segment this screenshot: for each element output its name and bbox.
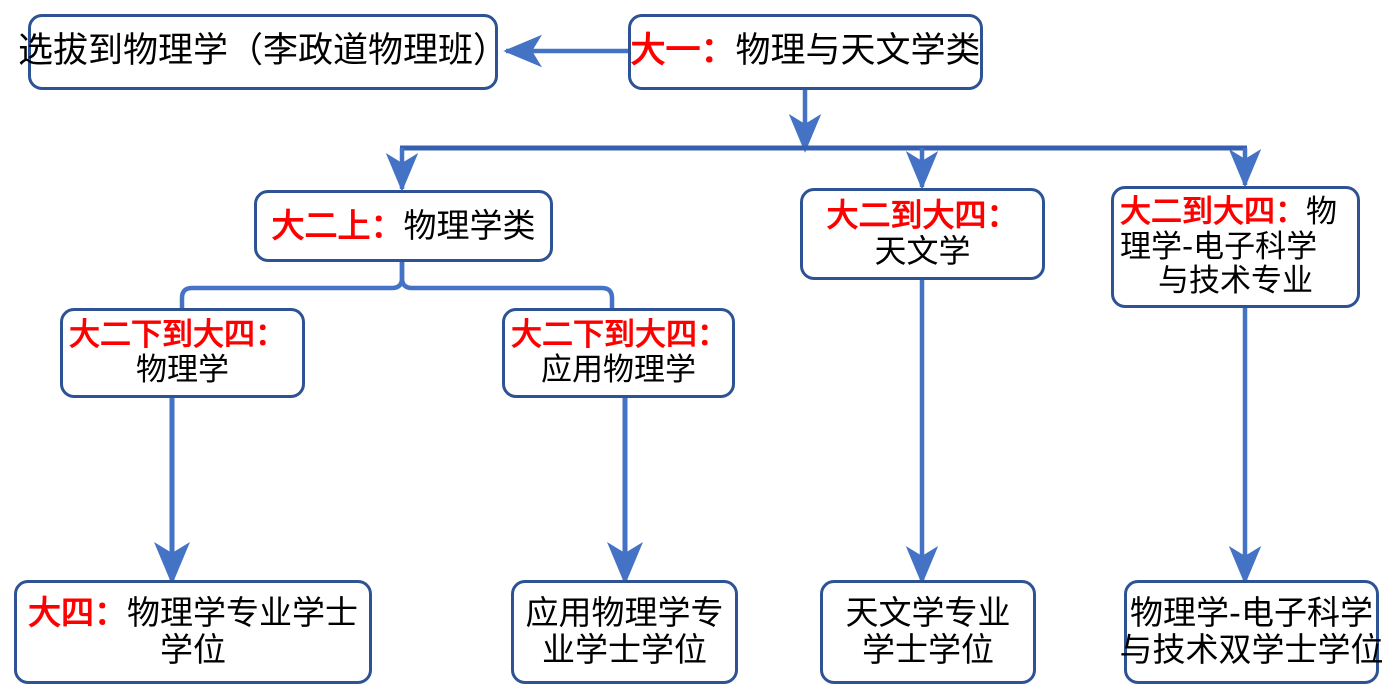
node-degree-applied-physics-line1: 应用物理学专 (525, 593, 724, 633)
node-physics-major[interactable]: 大二下到大四： 物理学 (60, 308, 305, 398)
node-year1-stage: 大一： (630, 31, 736, 72)
node-degree-applied-physics-line2: 业学士学位 (542, 630, 707, 669)
node-degree-physics-stage: 大四： (28, 593, 127, 633)
node-physics-ee[interactable]: 大二到大四：物 理学-电子科学 与技术专业 (1111, 186, 1360, 308)
node-astronomy-stage: 大二到大四： (826, 196, 1019, 235)
node-applied-physics-major[interactable]: 大二下到大四： 应用物理学 (502, 308, 735, 398)
node-degree-physics-name-part1: 物理学专业学士 (127, 593, 358, 633)
node-degree-physics-ee-line1: 物理学-电子科学 (1130, 593, 1373, 633)
node-applied-physics-major-name: 应用物理学 (541, 352, 696, 388)
node-degree-physics-ee-line2: 与技术双学士学位 (1119, 630, 1384, 669)
node-physics-major-name: 物理学 (136, 352, 229, 388)
node-astronomy[interactable]: 大二到大四： 天文学 (800, 188, 1045, 280)
node-physics-ee-line2: 理学-电子科学 (1120, 228, 1318, 265)
node-degree-physics-line1: 大四：物理学专业学士 (28, 593, 358, 633)
node-astronomy-name: 天文学 (874, 232, 971, 270)
node-physics-ee-name-part1: 物 (1306, 193, 1337, 230)
node-year2-upper-label: 大二上：物理学类 (271, 205, 536, 245)
node-select-physics[interactable]: 选拔到物理学（李政道物理班） (18, 14, 508, 90)
node-applied-physics-major-stage: 大二下到大四： (511, 317, 728, 354)
node-degree-astronomy-line2: 学士学位 (862, 630, 994, 669)
edge-year2upper-brace-right (399, 262, 615, 310)
node-degree-physics-line2: 学位 (160, 630, 226, 669)
node-year1[interactable]: 大一：物理与天文学类 (628, 14, 983, 90)
node-degree-physics[interactable]: 大四：物理学专业学士 学位 (14, 580, 372, 684)
node-year1-name: 物理与天文学类 (735, 31, 981, 72)
node-year2-upper-stage: 大二上： (271, 205, 404, 245)
node-year2-upper-name: 物理学类 (403, 205, 536, 245)
node-physics-ee-line3: 与技术专业 (1158, 263, 1313, 300)
node-degree-astronomy-line1: 天文学专业 (845, 593, 1011, 633)
node-year2-upper[interactable]: 大二上：物理学类 (254, 190, 553, 262)
node-physics-ee-stage: 大二到大四： (1120, 193, 1306, 230)
node-physics-major-stage: 大二下到大四： (69, 317, 286, 354)
node-select-physics-label: 选拔到物理学（李政道物理班） (18, 31, 509, 72)
node-degree-applied-physics[interactable]: 应用物理学专 业学士学位 (511, 580, 738, 684)
node-year1-label: 大一：物理与天文学类 (630, 32, 980, 71)
node-degree-physics-ee[interactable]: 物理学-电子科学 与技术双学士学位 (1120, 580, 1384, 684)
node-physics-ee-line1: 大二到大四：物 (1120, 195, 1337, 230)
edge-year2upper-brace (179, 262, 405, 310)
node-degree-astronomy[interactable]: 天文学专业 学士学位 (820, 580, 1036, 684)
